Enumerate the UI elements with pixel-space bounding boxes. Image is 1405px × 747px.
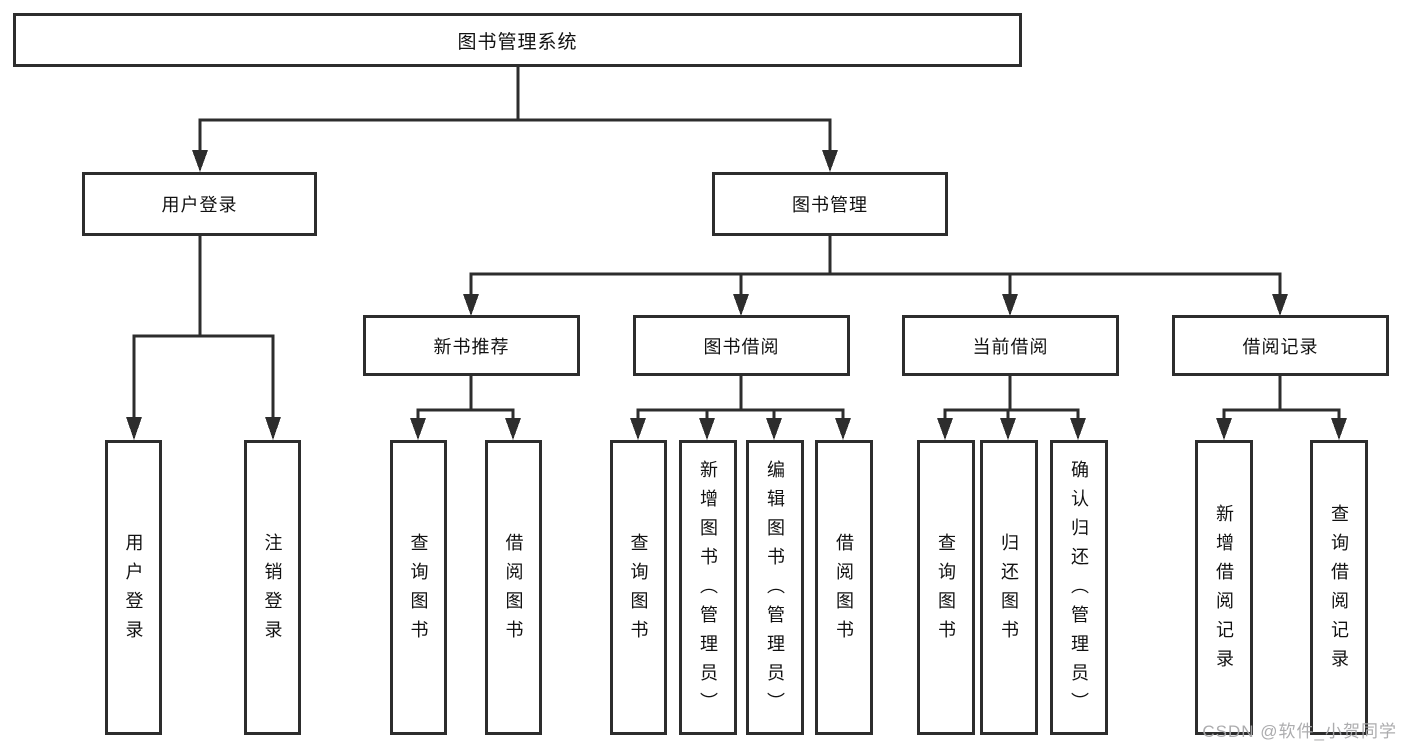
node-borrowing-records: 借阅记录 <box>1172 315 1389 376</box>
leaf-return-book: 归还图书 <box>980 440 1038 735</box>
csdn-watermark: CSDN @软件_小贺同学 <box>1202 722 1397 741</box>
node-current-borrowing: 当前借阅 <box>902 315 1119 376</box>
leaf-query-borrow-record: 查询借阅记录 <box>1310 440 1368 735</box>
leaf-borrow-books: 借阅图书 <box>815 440 873 735</box>
leaf-query-books-recommend: 查询图书 <box>390 440 447 735</box>
node-book-borrowing: 图书借阅 <box>633 315 850 376</box>
leaf-confirm-return-admin: 确认归还（管理员） <box>1050 440 1108 735</box>
node-root-library-system: 图书管理系统 <box>13 13 1022 67</box>
leaf-user-login: 用户登录 <box>105 440 162 735</box>
leaf-query-books-borrow: 查询图书 <box>610 440 667 735</box>
leaf-borrow-books-recommend: 借阅图书 <box>485 440 542 735</box>
node-new-book-recommend: 新书推荐 <box>363 315 580 376</box>
node-user-login: 用户登录 <box>82 172 317 236</box>
leaf-add-book-admin: 新增图书（管理员） <box>679 440 737 735</box>
leaf-edit-book-admin: 编辑图书（管理员） <box>746 440 804 735</box>
node-book-management: 图书管理 <box>712 172 948 236</box>
leaf-query-books-current: 查询图书 <box>917 440 975 735</box>
leaf-add-borrow-record: 新增借阅记录 <box>1195 440 1253 735</box>
leaf-logout: 注销登录 <box>244 440 301 735</box>
